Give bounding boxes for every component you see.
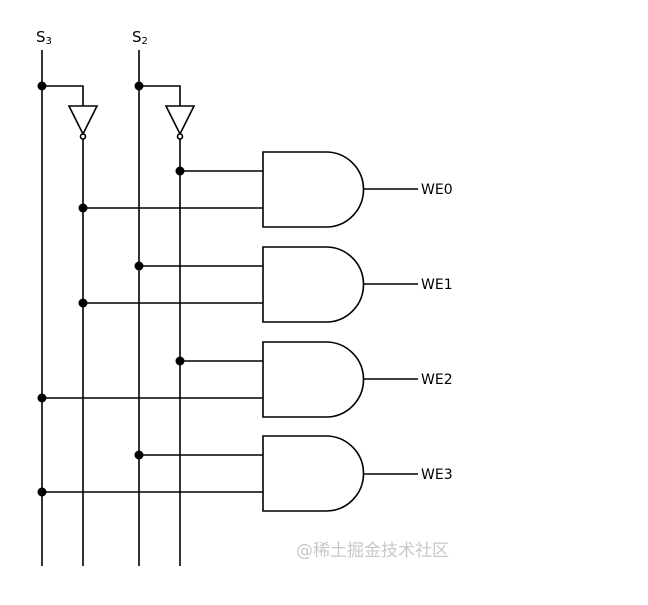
junction-dot: [134, 81, 144, 91]
not-gate-s3: [67, 105, 99, 140]
input-label-s3: S3: [36, 28, 52, 47]
junction-dot: [37, 81, 47, 91]
output-label-we0: WE0: [421, 182, 453, 198]
and-gate-we2: [262, 341, 365, 418]
watermark-text: @稀土掘金技术社区: [296, 541, 449, 561]
junction-dot: [134, 450, 144, 460]
junction-dot: [37, 393, 47, 403]
junction-dot: [175, 356, 185, 366]
wire-s3-to-inverter: [42, 85, 84, 106]
junction-dot: [175, 166, 185, 176]
and-gate-we1: [262, 246, 365, 323]
not-gate-s2: [164, 105, 196, 140]
junction-dot: [37, 487, 47, 497]
junction-dot: [78, 298, 88, 308]
and-gate-we3: [262, 435, 365, 512]
junction-dot: [134, 261, 144, 271]
junction-dot: [78, 203, 88, 213]
output-label-we3: WE3: [421, 467, 453, 483]
output-label-we1: WE1: [421, 277, 453, 293]
output-label-we2: WE2: [421, 372, 453, 388]
wire-s2-to-inverter: [139, 85, 181, 106]
and-gate-we0: [262, 151, 365, 228]
input-label-s2: S2: [132, 28, 148, 47]
